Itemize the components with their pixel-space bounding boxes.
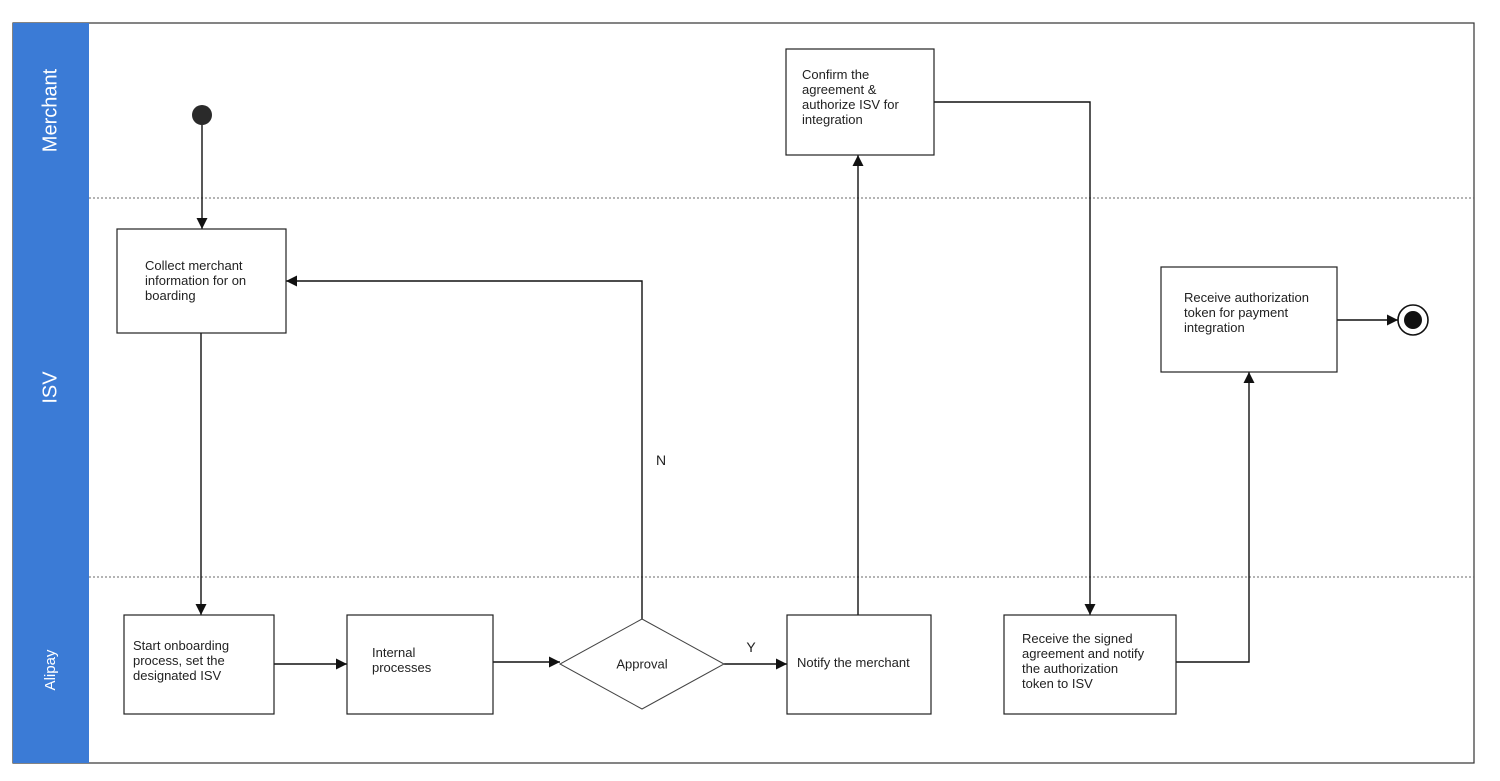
notify-merchant-text-line: Notify the merchant [797, 655, 910, 670]
receive-signed-text-line: the authorization [1022, 661, 1118, 676]
internal-text-line: processes [372, 660, 432, 675]
lane-label-merchant: Merchant [39, 68, 61, 152]
edge-label-y: Y [746, 639, 756, 655]
receive-token-box [1160, 266, 1338, 373]
lane-label-alipay: Alipay [42, 649, 59, 690]
confirm-box [785, 48, 935, 156]
notify-merchant-box [786, 614, 932, 715]
lane-label-isv: ISV [39, 371, 61, 404]
internal-box [346, 614, 494, 715]
collect-text-line: boarding [145, 288, 196, 303]
edge-confirm-to-receive-signed [934, 101, 1096, 615]
start-onboarding-box [123, 614, 275, 715]
receive-signed-text-line: agreement and notify [1022, 646, 1145, 661]
receive-signed-text-line: token to ISV [1022, 676, 1093, 691]
edge-label-n: N [656, 452, 666, 468]
collect-text-line: information for on [145, 273, 246, 288]
confirm-text-line: agreement & [802, 82, 877, 97]
edge-approval-to-collect [286, 275, 643, 619]
start-node [192, 105, 212, 125]
receive-token-text-line: Receive authorization [1184, 290, 1309, 305]
approval-label: Approval [616, 656, 667, 671]
end-node-core [1404, 311, 1422, 329]
confirm-text-line: integration [802, 112, 863, 127]
confirm-text-line: Confirm the [802, 67, 869, 82]
approval-decision [558, 618, 726, 710]
internal-text-line: Internal [372, 645, 415, 660]
start-onboarding-text-line: process, set the [133, 653, 225, 668]
start-onboarding-text-line: Start onboarding [133, 638, 229, 653]
receive-signed-text-line: Receive the signed [1022, 631, 1133, 646]
receive-token-text-line: integration [1184, 320, 1245, 335]
start-onboarding-text-line: designated ISV [133, 668, 222, 683]
receive-token-text-line: token for payment [1184, 305, 1288, 320]
confirm-text-line: authorize ISV for [802, 97, 899, 112]
edge-receive-signed-to-receive-token [1176, 372, 1255, 663]
receive-signed-box [1003, 614, 1177, 715]
lane-header-column [13, 23, 89, 763]
collect-text-line: Collect merchant [145, 258, 243, 273]
collect-box [116, 228, 287, 334]
